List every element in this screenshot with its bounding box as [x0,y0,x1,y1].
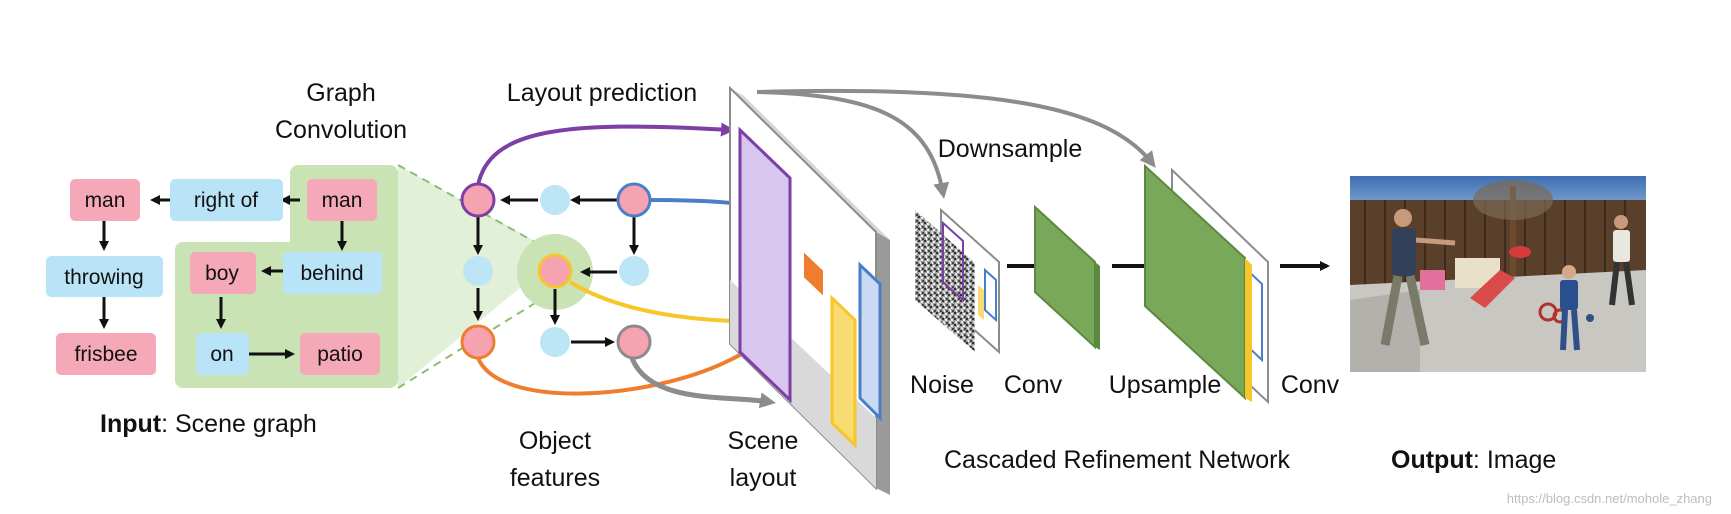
layout-box-frisbee [804,252,823,296]
scene-layout-label-line2: layout [730,464,797,492]
watermark: https://blog.csdn.net/mohole_zhang [1507,491,1712,506]
node-patio: patio [300,333,380,375]
downsample-label: Downsample [938,135,1083,163]
node-boy: boy [190,252,256,294]
graph-conv-label-line1: Graph [306,79,375,107]
crn-label: Cascaded Refinement Network [944,446,1290,474]
scene-layout: Layout prediction Scene layout [507,79,890,495]
conv-label-2: Conv [1281,371,1340,399]
input-caption: Input: Scene graph [100,410,317,438]
svg-text:man: man [322,189,363,212]
feature-circle [540,327,570,357]
node-frisbee: frisbee [56,333,156,375]
node-behind: behind [283,252,382,294]
crn: Downsample Noise Conv Upsample Conv Casc… [910,135,1340,474]
feature-circle [537,253,573,289]
graph-conv-label-line2: Convolution [275,116,407,144]
object-features-label-line1: Object [519,427,591,455]
upsample-label: Upsample [1109,371,1222,399]
output-caption: Output: Image [1391,446,1556,474]
node-right-of: right of [170,179,283,221]
feature-circle [460,182,496,218]
layout-prediction-label: Layout prediction [507,79,697,107]
feature-circle [616,182,652,218]
svg-text:behind: behind [300,262,363,285]
conv-block-1 [1034,204,1096,350]
noise-label: Noise [910,371,974,399]
layout-box-man [738,126,792,404]
svg-text:on: on [210,343,233,366]
node-man-right: man [307,179,377,221]
feature-circle [616,324,652,360]
feature-circle [460,324,496,360]
svg-text:right of: right of [194,189,258,212]
feature-circle [619,256,649,286]
svg-text:throwing: throwing [64,266,143,289]
layout-box-man-right [858,261,882,422]
scene-layout-label-line1: Scene [728,427,799,455]
object-features-label-line2: features [510,464,600,492]
feature-circle [540,185,570,215]
svg-text:boy: boy [205,262,239,285]
svg-text:man: man [85,189,126,212]
node-man-left: man [70,179,140,221]
conv-label-1: Conv [1004,371,1063,399]
scene-graph: man right of man throwing boy behind fri… [46,79,560,438]
object-features: Object features [460,122,862,492]
node-on: on [196,333,249,375]
node-throwing: throwing [46,256,163,297]
output-image: Output: Image [1350,176,1646,474]
svg-text:frisbee: frisbee [74,343,137,366]
feature-circle [463,256,493,286]
layout-box-boy [830,294,857,449]
svg-text:patio: patio [317,343,363,366]
